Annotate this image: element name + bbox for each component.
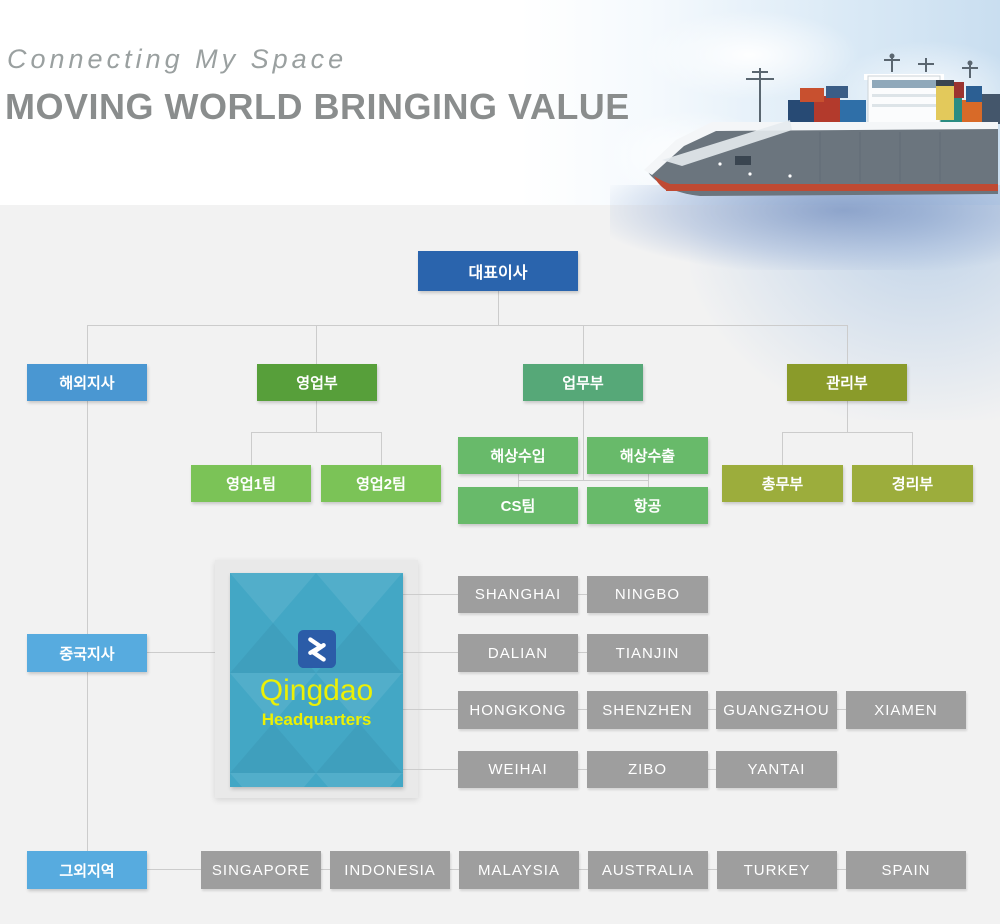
node-operations-dept: 업무부 [523,364,643,401]
connector [402,769,458,770]
connector [707,709,716,710]
connector [498,291,499,325]
node-city-guangzhou: GUANGZHOU [716,691,837,729]
node-sales-team-2: 영업2팀 [321,465,441,502]
triangle-pattern [230,573,403,787]
node-other-regions: 그외지역 [27,851,147,889]
node-city-shenzhen: SHENZHEN [587,691,708,729]
node-admin-dept: 관리부 [787,364,907,401]
sea-water [610,185,1000,270]
hq-label: Headquarters [261,710,372,729]
connector [381,432,382,465]
node-region-malaysia: MALAYSIA [459,851,579,889]
connector [402,652,458,653]
node-region-singapore: SINGAPORE [201,851,321,889]
connector [251,432,252,465]
connector [578,869,588,870]
node-sales-team-1: 영업1팀 [191,465,311,502]
connector [87,325,88,364]
node-region-turkey: TURKEY [717,851,837,889]
container-ship-image [644,53,1000,196]
connector [578,709,587,710]
connector [836,869,846,870]
banner-title: MOVING WORLD BRINGING VALUE [5,86,630,127]
connector [847,401,848,432]
node-qingdao-headquarters: Qingdao Headquarters [230,573,403,787]
connector [251,432,382,433]
connector [316,325,317,364]
connector [316,401,317,432]
node-city-ningbo: NINGBO [587,576,708,613]
node-region-indonesia: INDONESIA [330,851,450,889]
node-region-australia: AUSTRALIA [588,851,708,889]
node-china-branch: 중국지사 [27,634,147,672]
cloud-shape [640,10,860,100]
connector [147,869,201,870]
connector [87,401,88,851]
node-region-spain: SPAIN [846,851,966,889]
node-marine-import: 해상수입 [458,437,578,474]
node-city-hongkong: HONGKONG [458,691,578,729]
node-marine-export: 해상수출 [587,437,708,474]
connector [583,325,584,364]
connector [320,869,330,870]
company-logo-icon [297,630,336,668]
node-city-yantai: YANTAI [716,751,837,788]
connector [707,869,717,870]
connector [147,652,216,653]
node-city-dalian: DALIAN [458,634,578,672]
connector [402,709,458,710]
node-ceo: 대표이사 [418,251,578,291]
connector [449,869,459,870]
connector [518,474,519,487]
node-accounting: 경리부 [852,465,973,502]
connector [707,769,716,770]
connector [847,325,848,364]
node-overseas-branch: 해외지사 [27,364,147,401]
connector [912,432,913,465]
node-general-affairs: 총무부 [722,465,843,502]
node-city-xiamen: XIAMEN [846,691,966,729]
connector [402,594,458,595]
connector [648,474,649,487]
node-sales-dept: 영업부 [257,364,377,401]
connector [578,594,587,595]
hq-name: Qingdao [259,674,374,707]
connector [782,432,913,433]
node-cs-team: CS팀 [458,487,578,524]
node-city-weihai: WEIHAI [458,751,578,788]
connector [782,432,783,465]
connector [518,480,649,481]
connector [578,652,587,653]
node-city-tianjin: TIANJIN [587,634,708,672]
banner-subtitle: Connecting My Space [7,44,348,74]
node-city-shanghai: SHANGHAI [458,576,578,613]
node-air-team: 항공 [587,487,708,524]
connector [578,769,587,770]
connector [836,709,846,710]
connector [87,325,848,326]
connector [583,401,584,480]
node-city-zibo: ZIBO [587,751,708,788]
